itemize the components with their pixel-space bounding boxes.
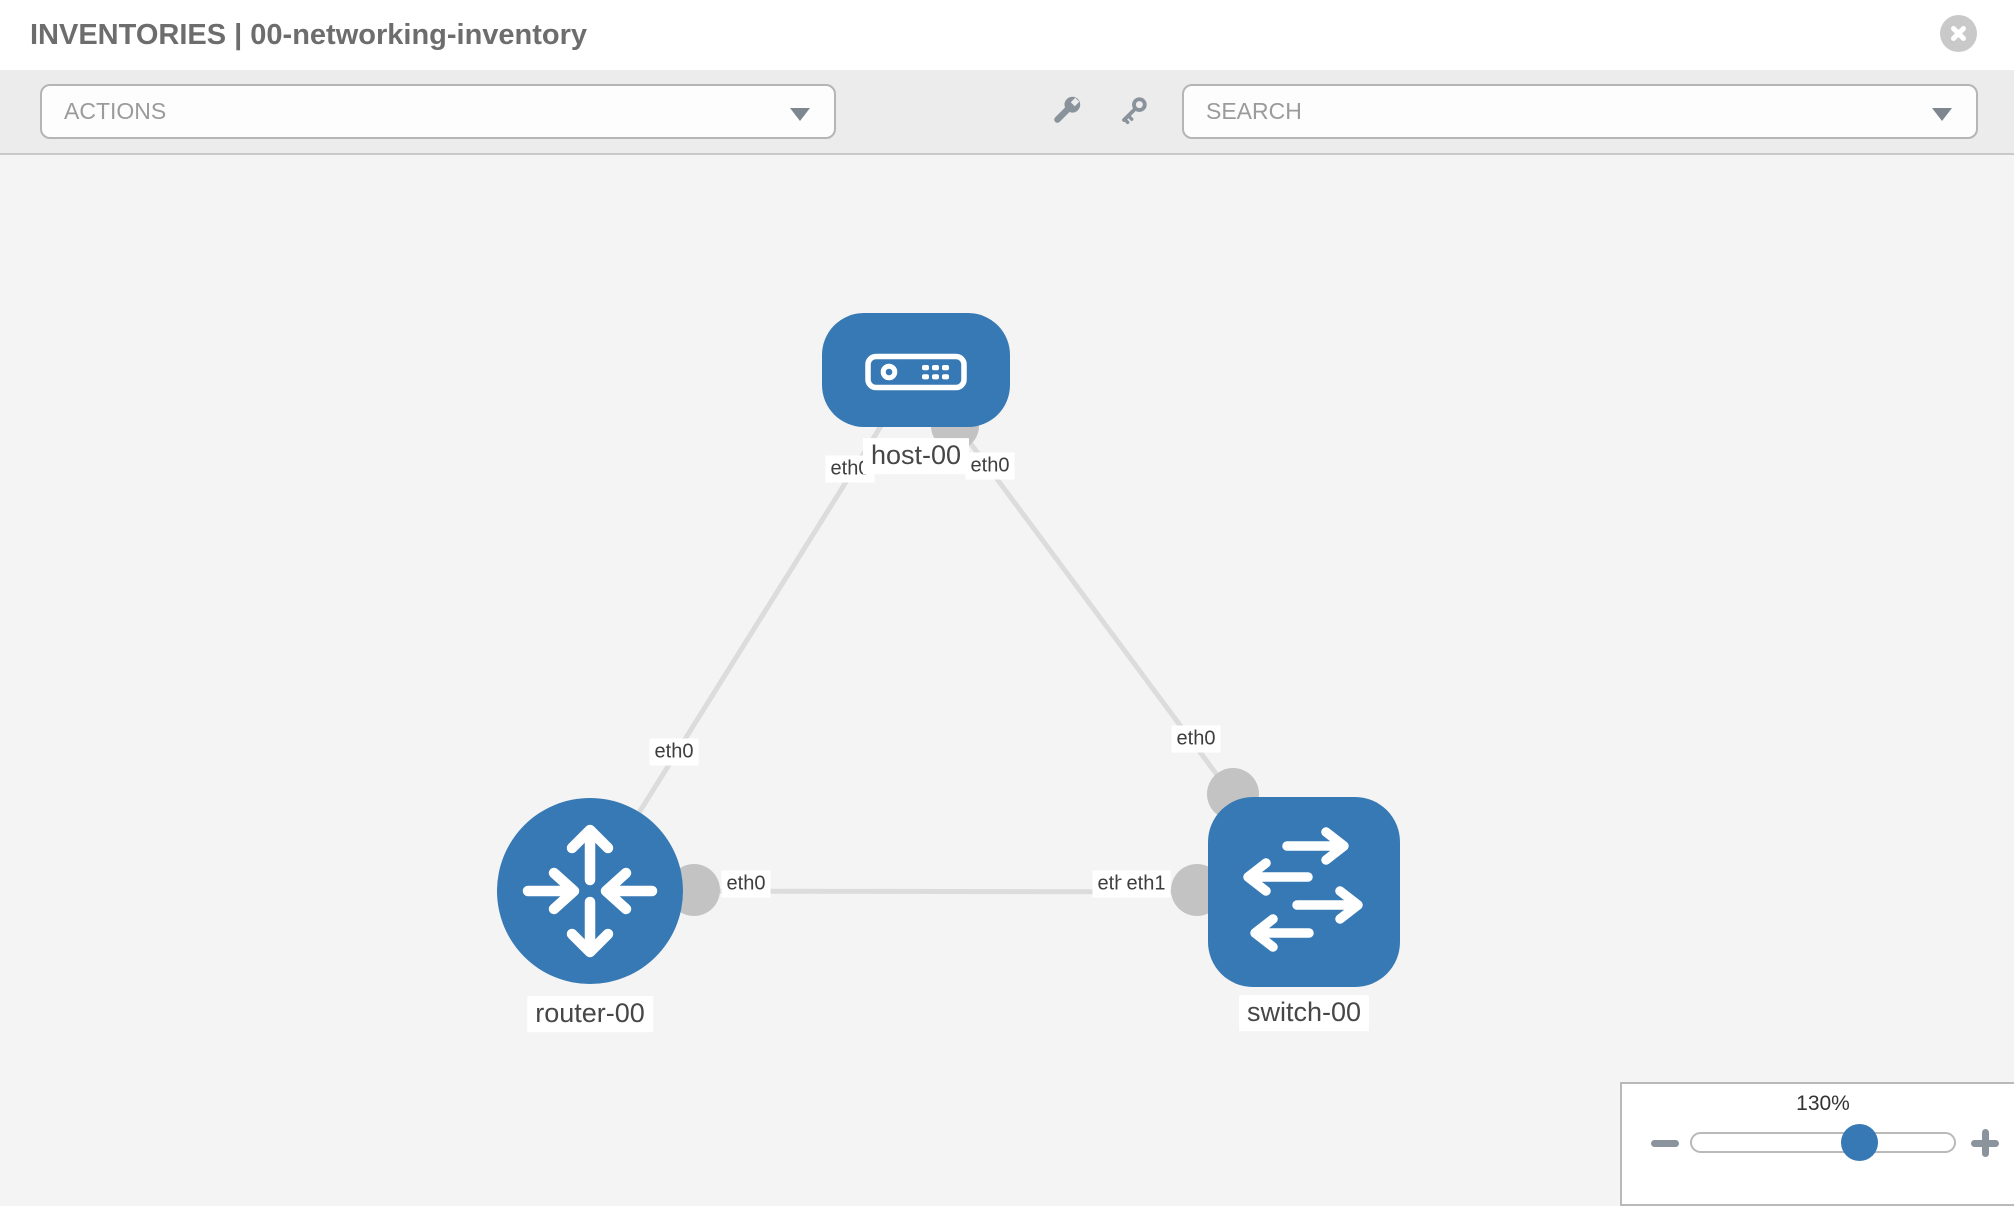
minus-icon [1651, 1139, 1679, 1147]
zoom-out-button[interactable] [1648, 1130, 1682, 1156]
switch-icon [1243, 827, 1363, 952]
node-router-00[interactable] [497, 798, 683, 984]
zoom-in-button[interactable] [1970, 1128, 2000, 1158]
router-icon [522, 824, 658, 958]
page-title: INVENTORIES | 00-networking-inventory [30, 19, 588, 51]
node-switch-00[interactable] [1208, 797, 1400, 987]
search-dropdown-label: SEARCH [1206, 98, 1302, 124]
toolbar: ACTIONS SEARCH [0, 70, 2014, 155]
node-host-00[interactable] [822, 313, 1010, 427]
chevron-down-icon [1932, 108, 1952, 121]
key-icon [1122, 97, 1147, 125]
zoom-slider-track[interactable] [1690, 1124, 1956, 1161]
chevron-down-icon [790, 108, 810, 121]
host-icon [865, 353, 967, 391]
panel-header: INVENTORIES | 00-networking-inventory [0, 0, 2014, 70]
actions-dropdown-label: ACTIONS [64, 98, 167, 124]
zoom-level-value: 130% [1796, 1092, 1850, 1115]
zoom-panel: 130% [1620, 1082, 2014, 1206]
search-dropdown[interactable]: SEARCH [1182, 84, 1978, 139]
configure-button[interactable] [1043, 88, 1089, 134]
actions-dropdown[interactable]: ACTIONS [40, 84, 836, 139]
wrench-icon [1054, 96, 1081, 123]
credentials-button[interactable] [1110, 88, 1156, 134]
close-icon[interactable] [1940, 15, 1977, 52]
zoom-slider-thumb[interactable] [1841, 1124, 1879, 1161]
